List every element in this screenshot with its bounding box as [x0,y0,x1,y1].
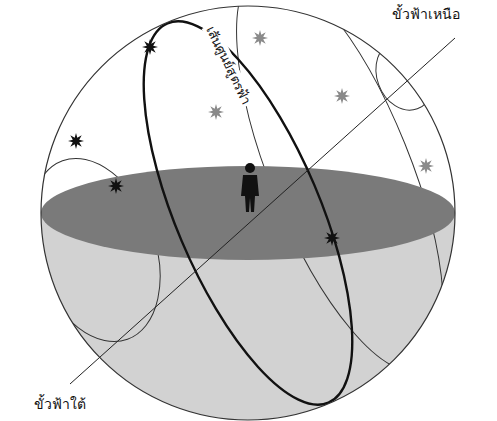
star-symbol [108,178,124,194]
sphere-ground [41,6,455,420]
star-symbol [142,39,158,55]
diurnal-circle [366,32,443,119]
pole-label: ขั้วฟ้าใต้ [34,396,86,413]
star-symbol [418,158,434,174]
star-symbol [252,30,268,46]
star-symbol [324,230,340,246]
pole-label: ขั้วฟ้าเหนือ [392,6,460,23]
horizon-plane [41,166,455,260]
sphere-outline [41,6,455,420]
star-symbol [208,104,224,120]
star-symbol [334,88,350,104]
star-symbol [68,133,84,149]
celestial-equator [101,0,395,421]
celestial-axis [70,38,455,384]
observer-figure [241,163,259,212]
